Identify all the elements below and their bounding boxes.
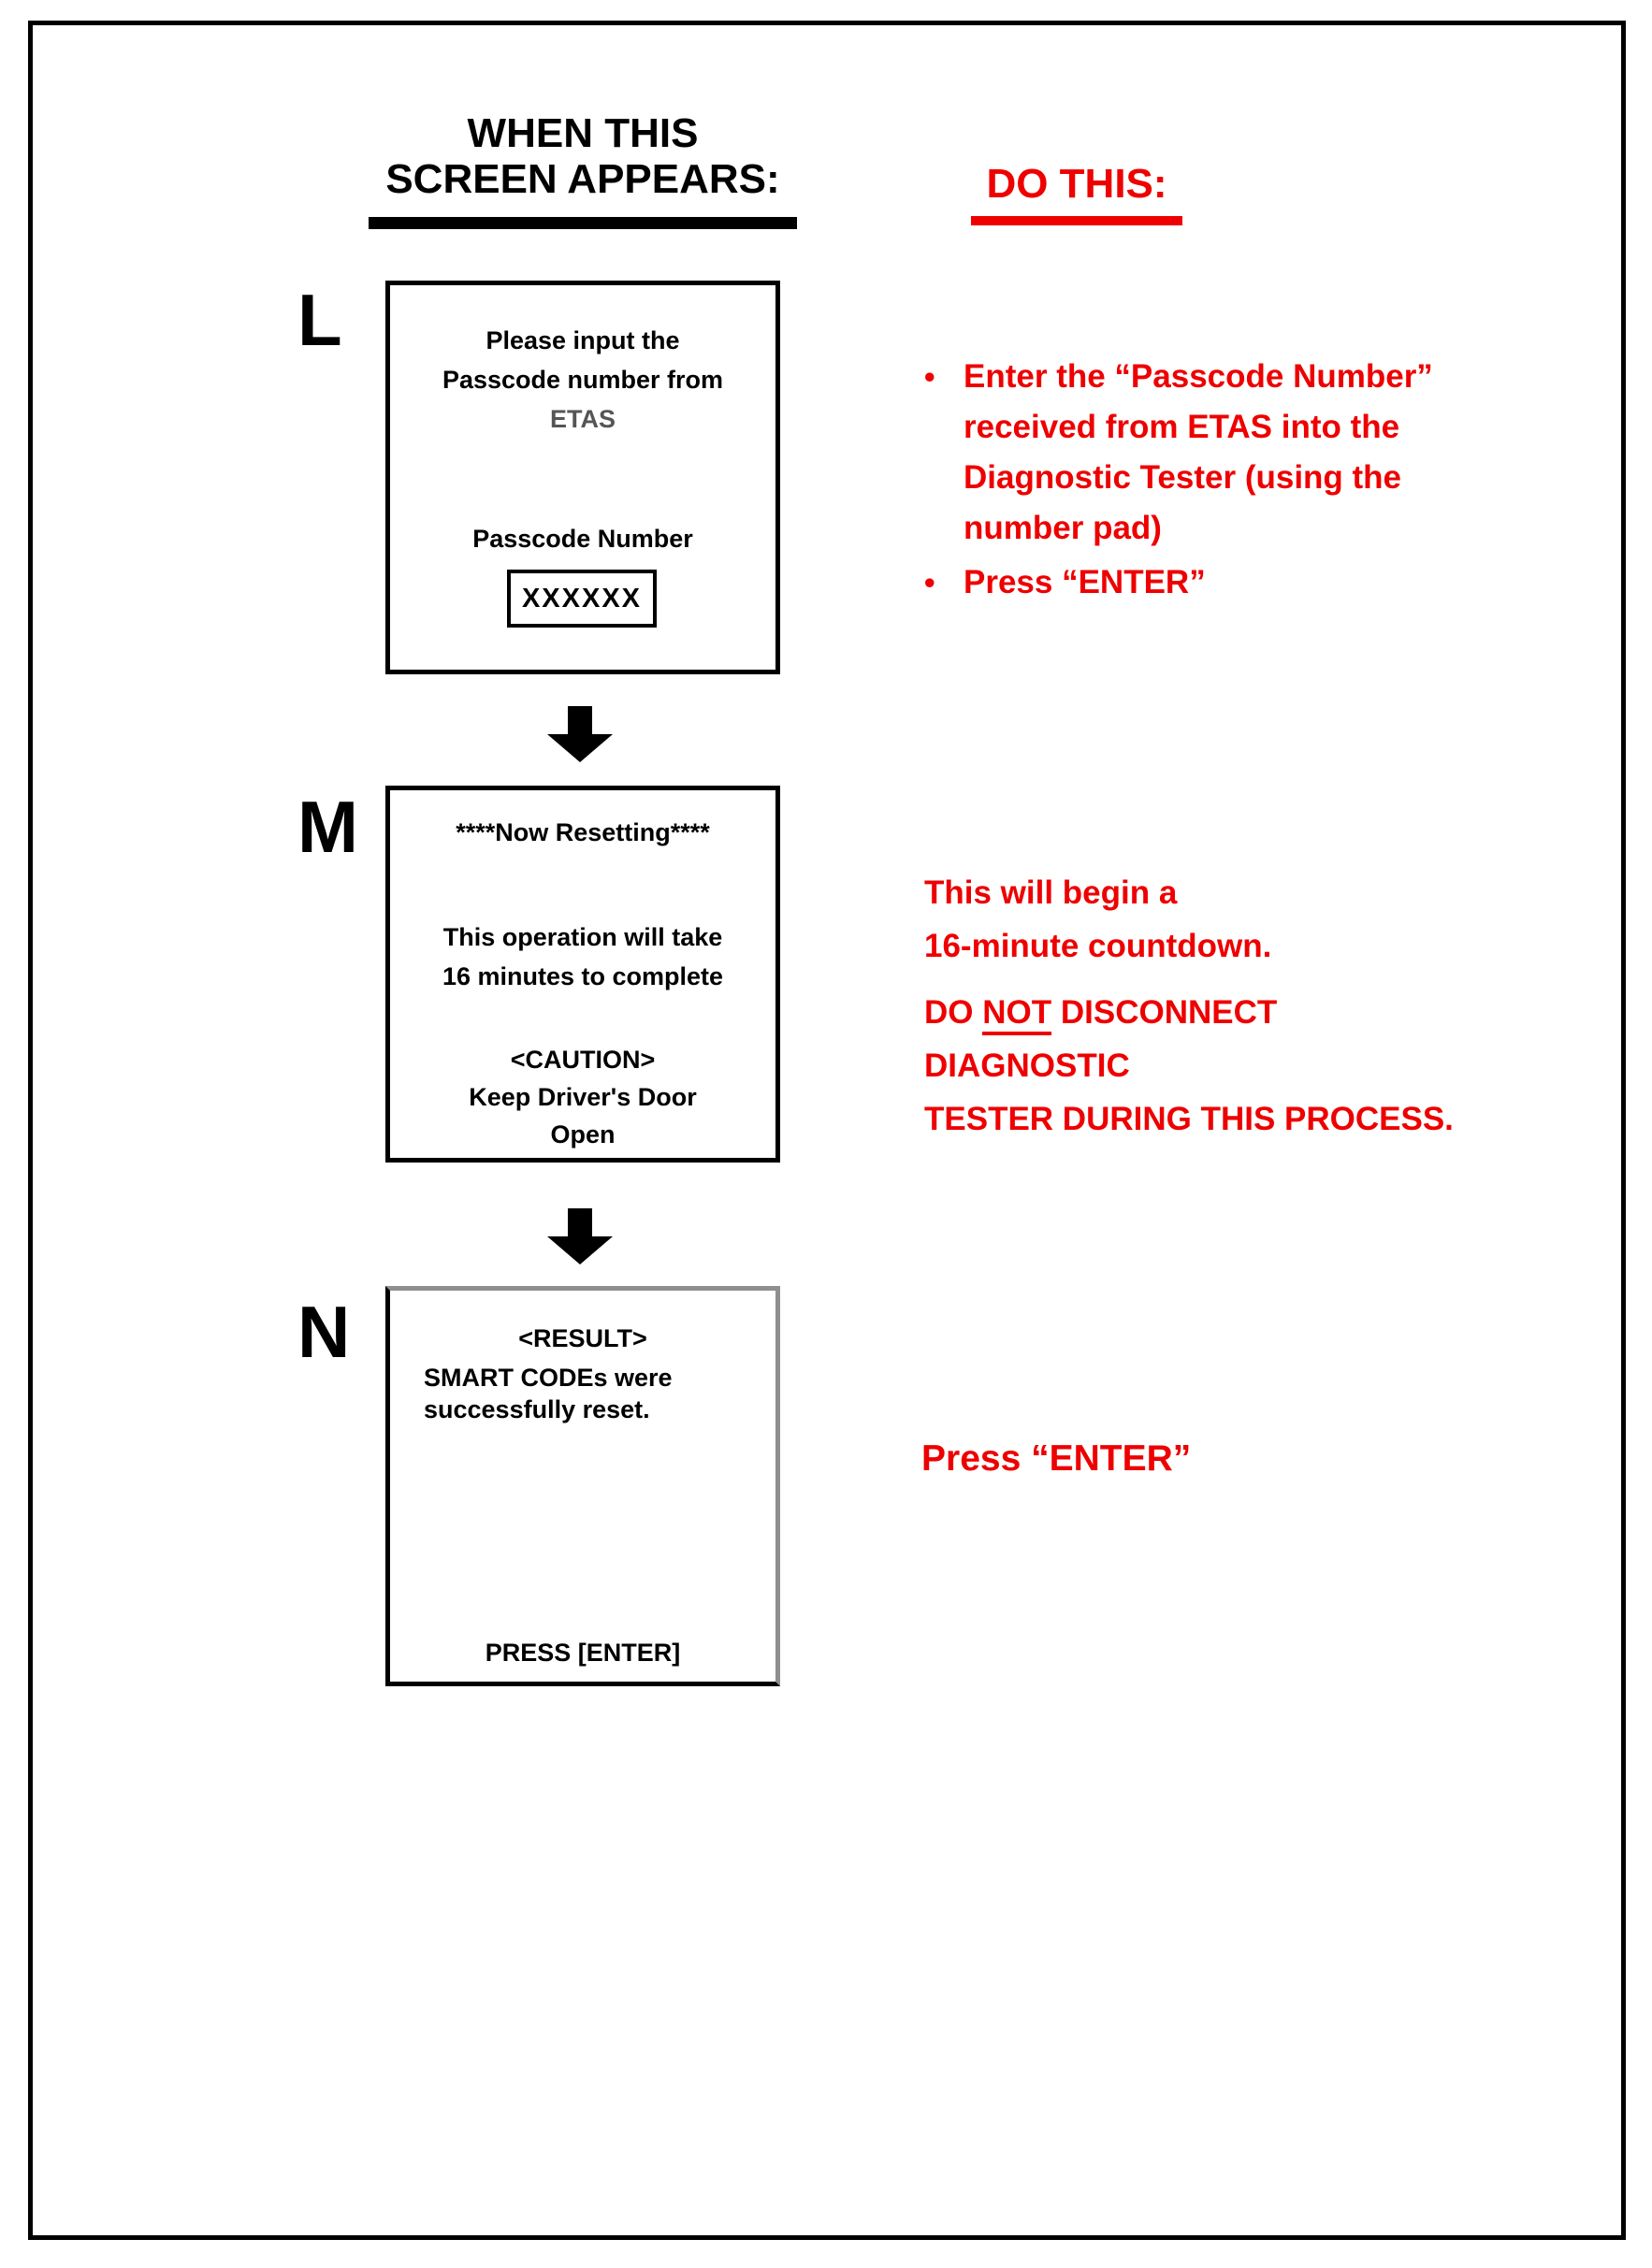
bullet-dot-icon: • <box>924 565 935 600</box>
screen-l-prompt-line3-etas: ETAS <box>549 405 616 433</box>
screen-l-prompt: Please input the Passcode number from ET… <box>390 321 775 439</box>
bullet1-line4: number pad) <box>964 510 1162 546</box>
warning-prefix: DO <box>924 994 983 1031</box>
screen-m-caution: <CAUTION> Keep Driver's Door Open <box>390 1041 775 1153</box>
screen-n-title: <RESULT> <box>518 1324 647 1352</box>
bullet1-line3: Diagnostic Tester (using the <box>964 459 1402 496</box>
column-header-when-this-screen-appears: WHEN THIS SCREEN APPEARS: <box>369 110 797 202</box>
screen-m-title: ****Now Resetting**** <box>456 818 710 846</box>
down-arrow-icon <box>547 1208 613 1264</box>
note-m-p2-line2: TESTER DURING THIS PROCESS. <box>924 1101 1454 1137</box>
warning-line1-rest: DISCONNECT DIAGNOSTIC <box>924 994 1278 1084</box>
bullet1-line2: received from ETAS into the <box>964 409 1400 445</box>
bullet1-line1: Enter the “Passcode Number” <box>964 358 1433 395</box>
instructions-step-m: This will begin a 16-minute countdown. D… <box>924 866 1467 1146</box>
bullet-text: Press “ENTER” <box>964 557 1206 608</box>
screen-n-result: <RESULT> SMART CODEs were successfully r… <box>385 1286 780 1686</box>
header-when-line2: SCREEN APPEARS: <box>385 156 780 202</box>
note-m-warning: DO NOT DISCONNECT DIAGNOSTIC TESTER DURI… <box>924 986 1467 1146</box>
step-label-m: M <box>297 786 358 868</box>
passcode-number-label: Passcode Number <box>472 525 693 553</box>
screen-n-body-line1: SMART CODEs were <box>424 1364 673 1392</box>
header-when-underline <box>369 217 797 229</box>
bullet2-line1: Press “ENTER” <box>964 564 1206 600</box>
screen-m-caution-line2: Keep Driver's Door <box>469 1083 697 1111</box>
header-when-line1: WHEN THIS <box>467 110 699 156</box>
screen-m-body-line1: This operation will take <box>442 923 723 951</box>
page-border <box>28 21 1626 2240</box>
screen-l-passcode-entry: Please input the Passcode number from ET… <box>385 281 780 674</box>
screen-l-prompt-line2: Passcode number from <box>442 366 724 394</box>
down-arrow-icon <box>547 706 613 762</box>
passcode-placeholder-value: XXXXXX <box>521 583 643 614</box>
screen-m-body: This operation will take 16 minutes to c… <box>390 917 775 996</box>
screen-m-body-line2: 16 minutes to complete <box>442 962 724 990</box>
step-label-l: L <box>297 279 342 361</box>
screen-n-body-line2: successfully reset. <box>424 1395 650 1423</box>
header-do-this-underline <box>971 216 1182 225</box>
instructions-step-n: Press “ENTER” <box>921 1438 1192 1479</box>
note-m-p1-line1: This will begin a <box>924 874 1178 911</box>
instruction-bullet-press-enter: • Press “ENTER” <box>924 557 1448 608</box>
passcode-input-field: XXXXXX <box>507 570 657 628</box>
instruction-bullet-enter-passcode: • Enter the “Passcode Number” received f… <box>924 352 1448 554</box>
screen-m-caution-line3: Open <box>550 1120 616 1148</box>
note-m-p2-line1: DO NOT DISCONNECT DIAGNOSTIC <box>924 986 1467 1092</box>
bullet-text: Enter the “Passcode Number” received fro… <box>964 352 1433 554</box>
column-header-do-this: DO THIS: <box>986 161 1167 207</box>
screen-n-footer-press-enter: PRESS [ENTER] <box>485 1639 681 1667</box>
instructions-step-l: • Enter the “Passcode Number” received f… <box>924 352 1448 608</box>
bullet-dot-icon: • <box>924 359 935 394</box>
note-m-p1-line2: 16-minute countdown. <box>924 928 1272 964</box>
screen-l-prompt-line1: Please input the <box>485 326 680 354</box>
screen-m-caution-line1: <CAUTION> <box>510 1046 656 1074</box>
step-label-n: N <box>297 1291 351 1373</box>
screen-n-body: SMART CODEs were successfully reset. <box>424 1362 742 1425</box>
note-m-countdown: This will begin a 16-minute countdown. <box>924 866 1467 973</box>
screen-m-now-resetting: ****Now Resetting**** This operation wil… <box>385 786 780 1163</box>
warning-not-underlined: NOT <box>982 994 1052 1035</box>
